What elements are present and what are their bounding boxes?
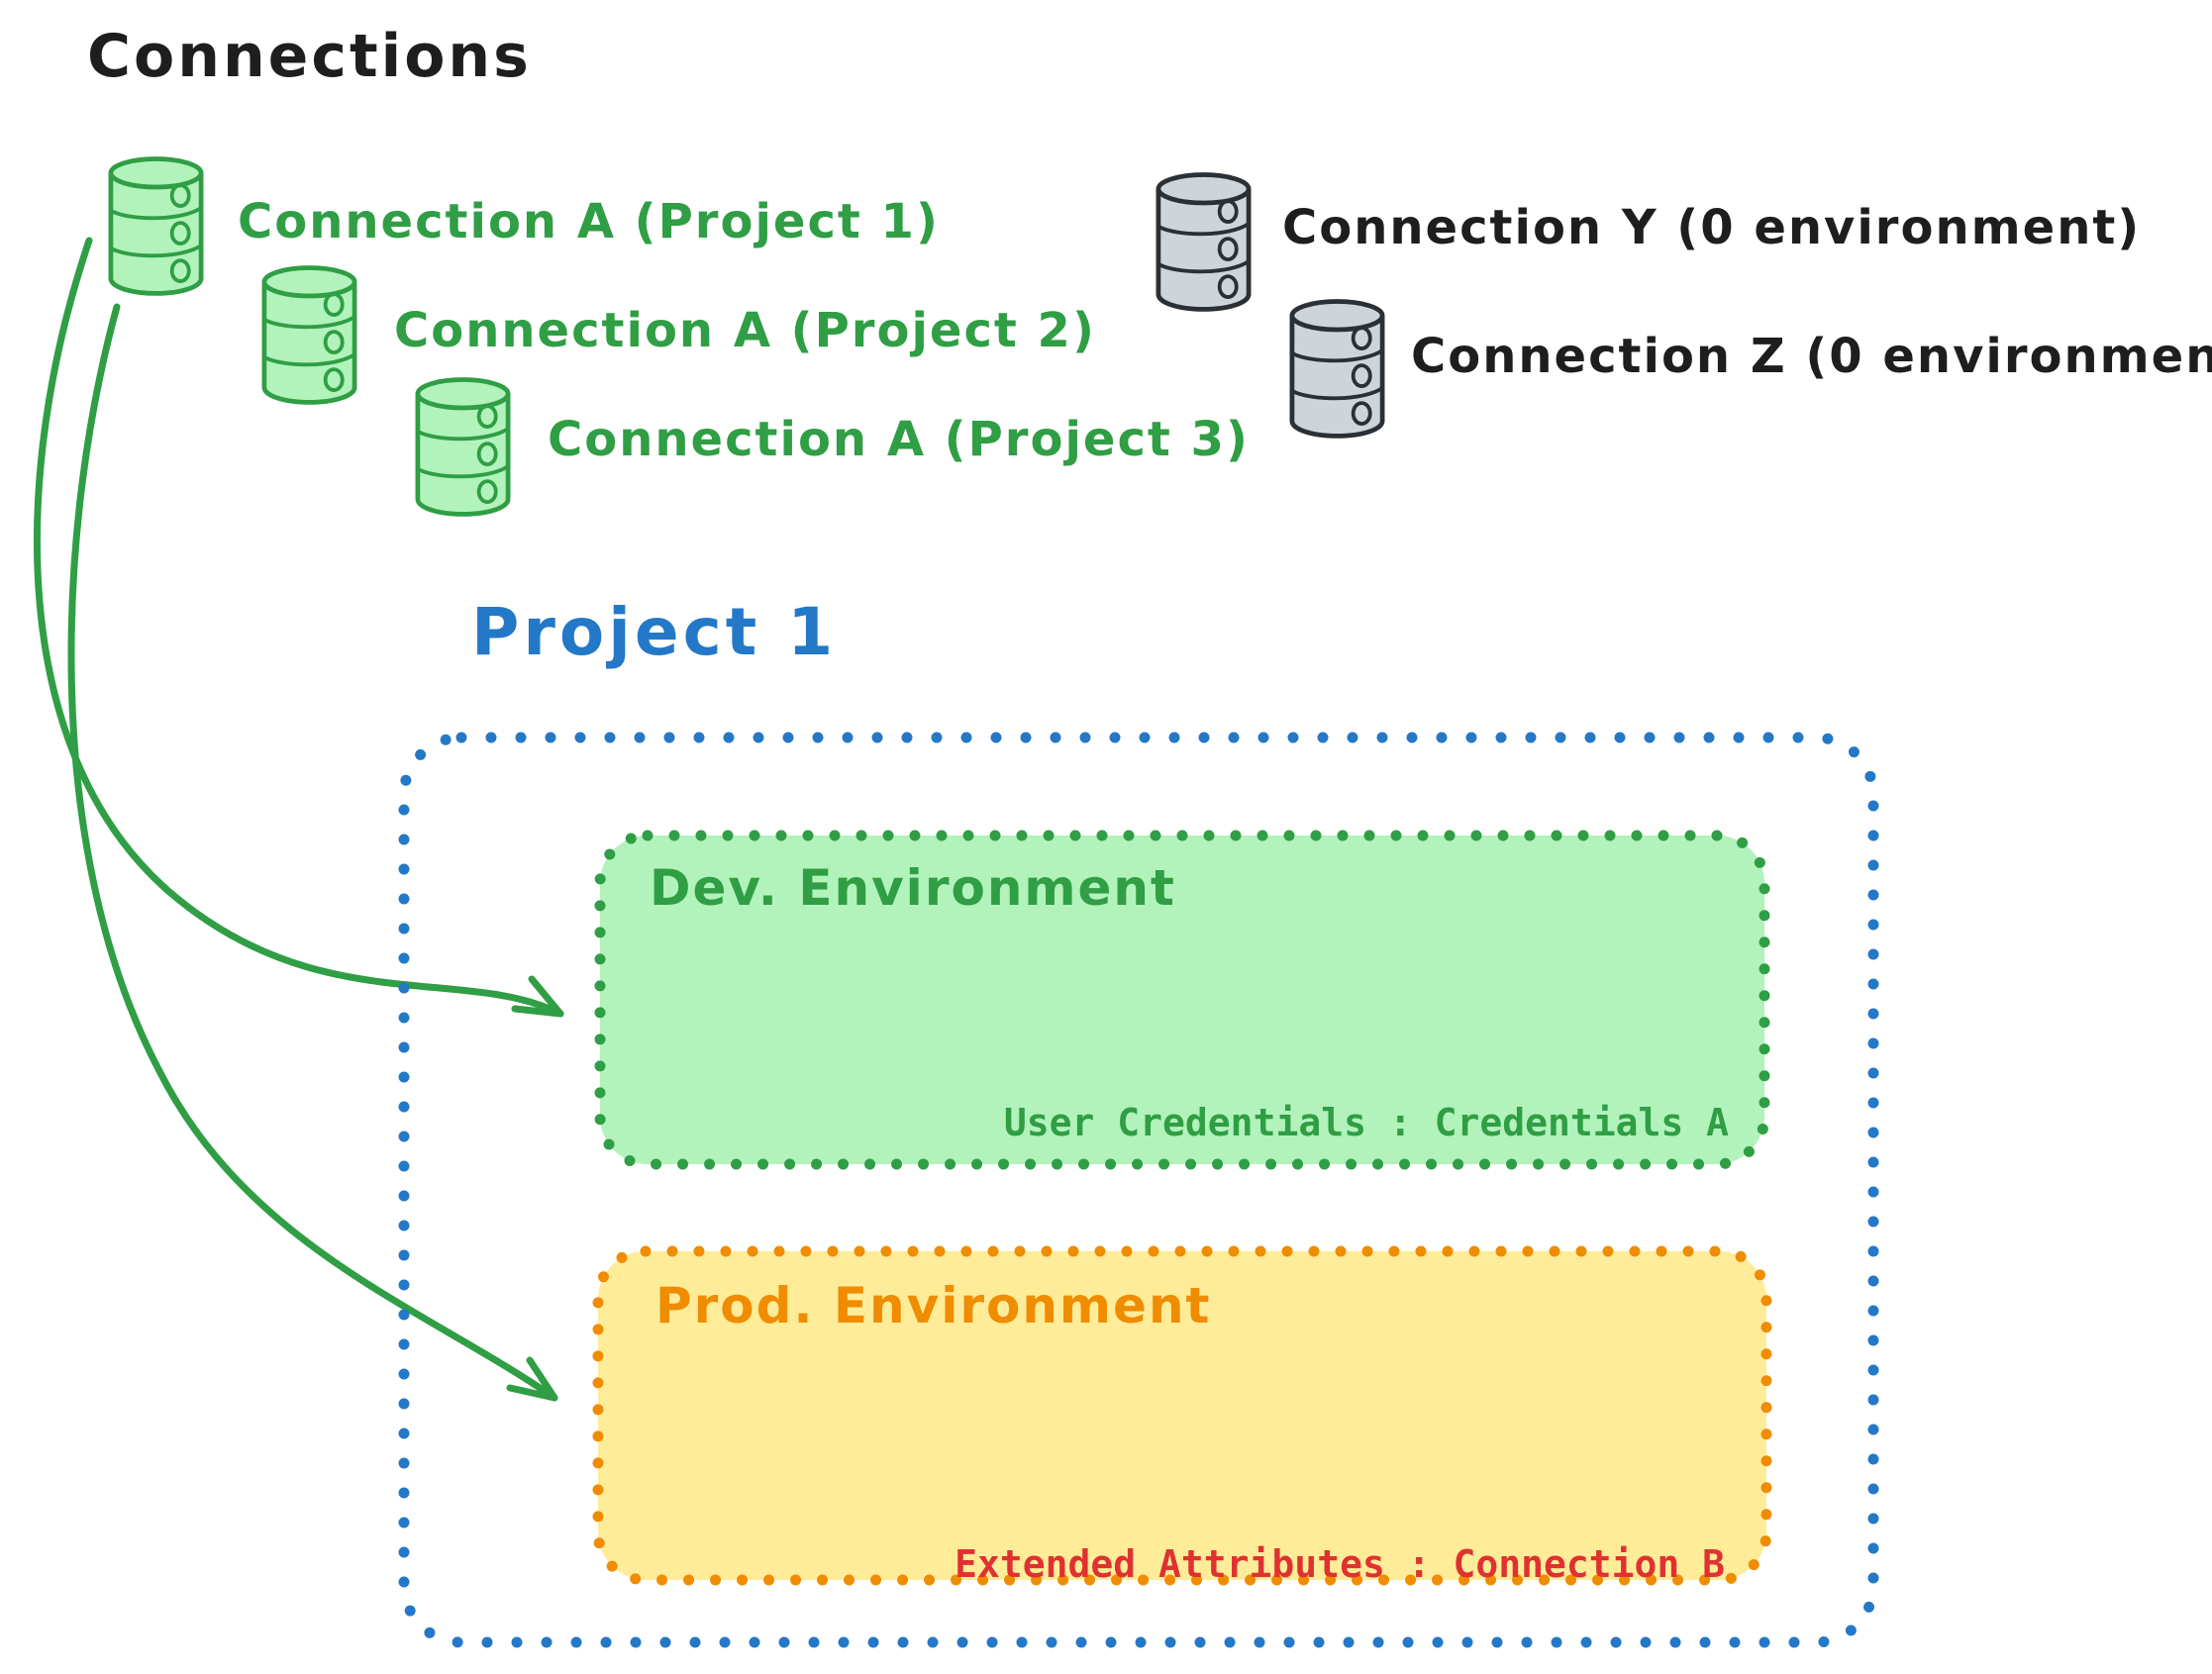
prod-environment-title: Prod. Environment <box>655 1277 1212 1334</box>
database-cylinder-icon <box>1147 166 1260 317</box>
dev-credentials-text: User Credentials : Credentials A <box>1003 1101 1729 1144</box>
arrow-to-prod-environment <box>67 303 558 1402</box>
connection-label: Connection A (Project 3) <box>548 412 1250 467</box>
connection-label: Connection Y (0 environment) <box>1282 200 2142 255</box>
prod-attr-line-1: Extended Attributes : Connection B <box>955 1542 1725 1587</box>
dev-environment-title: Dev. Environment <box>650 859 1176 917</box>
connection-label: Connection A (Project 2) <box>394 303 1096 358</box>
arrow-to-dev-environment <box>34 237 564 1018</box>
dev-environment-box <box>594 830 1770 1170</box>
database-cylinder-icon <box>252 259 366 410</box>
database-cylinder-icon <box>1280 293 1394 443</box>
prod-credentials-text: Extended Attributes : Connection B Ext.A… <box>592 1437 1772 1674</box>
diagram-title: Connections <box>87 22 532 91</box>
arrow-to-dev-environment-head <box>511 975 564 1018</box>
arrow-to-prod-environment-head <box>506 1356 558 1402</box>
connection-label: Connection A (Project 1) <box>238 194 940 249</box>
prod-environment-box <box>592 1245 1772 1586</box>
project-1-container <box>398 732 1879 1648</box>
database-cylinder-icon <box>99 150 213 301</box>
database-cylinder-icon <box>406 371 520 522</box>
connection-label: Connection Z (0 environment) <box>1411 329 2212 384</box>
project-title: Project 1 <box>471 594 838 670</box>
